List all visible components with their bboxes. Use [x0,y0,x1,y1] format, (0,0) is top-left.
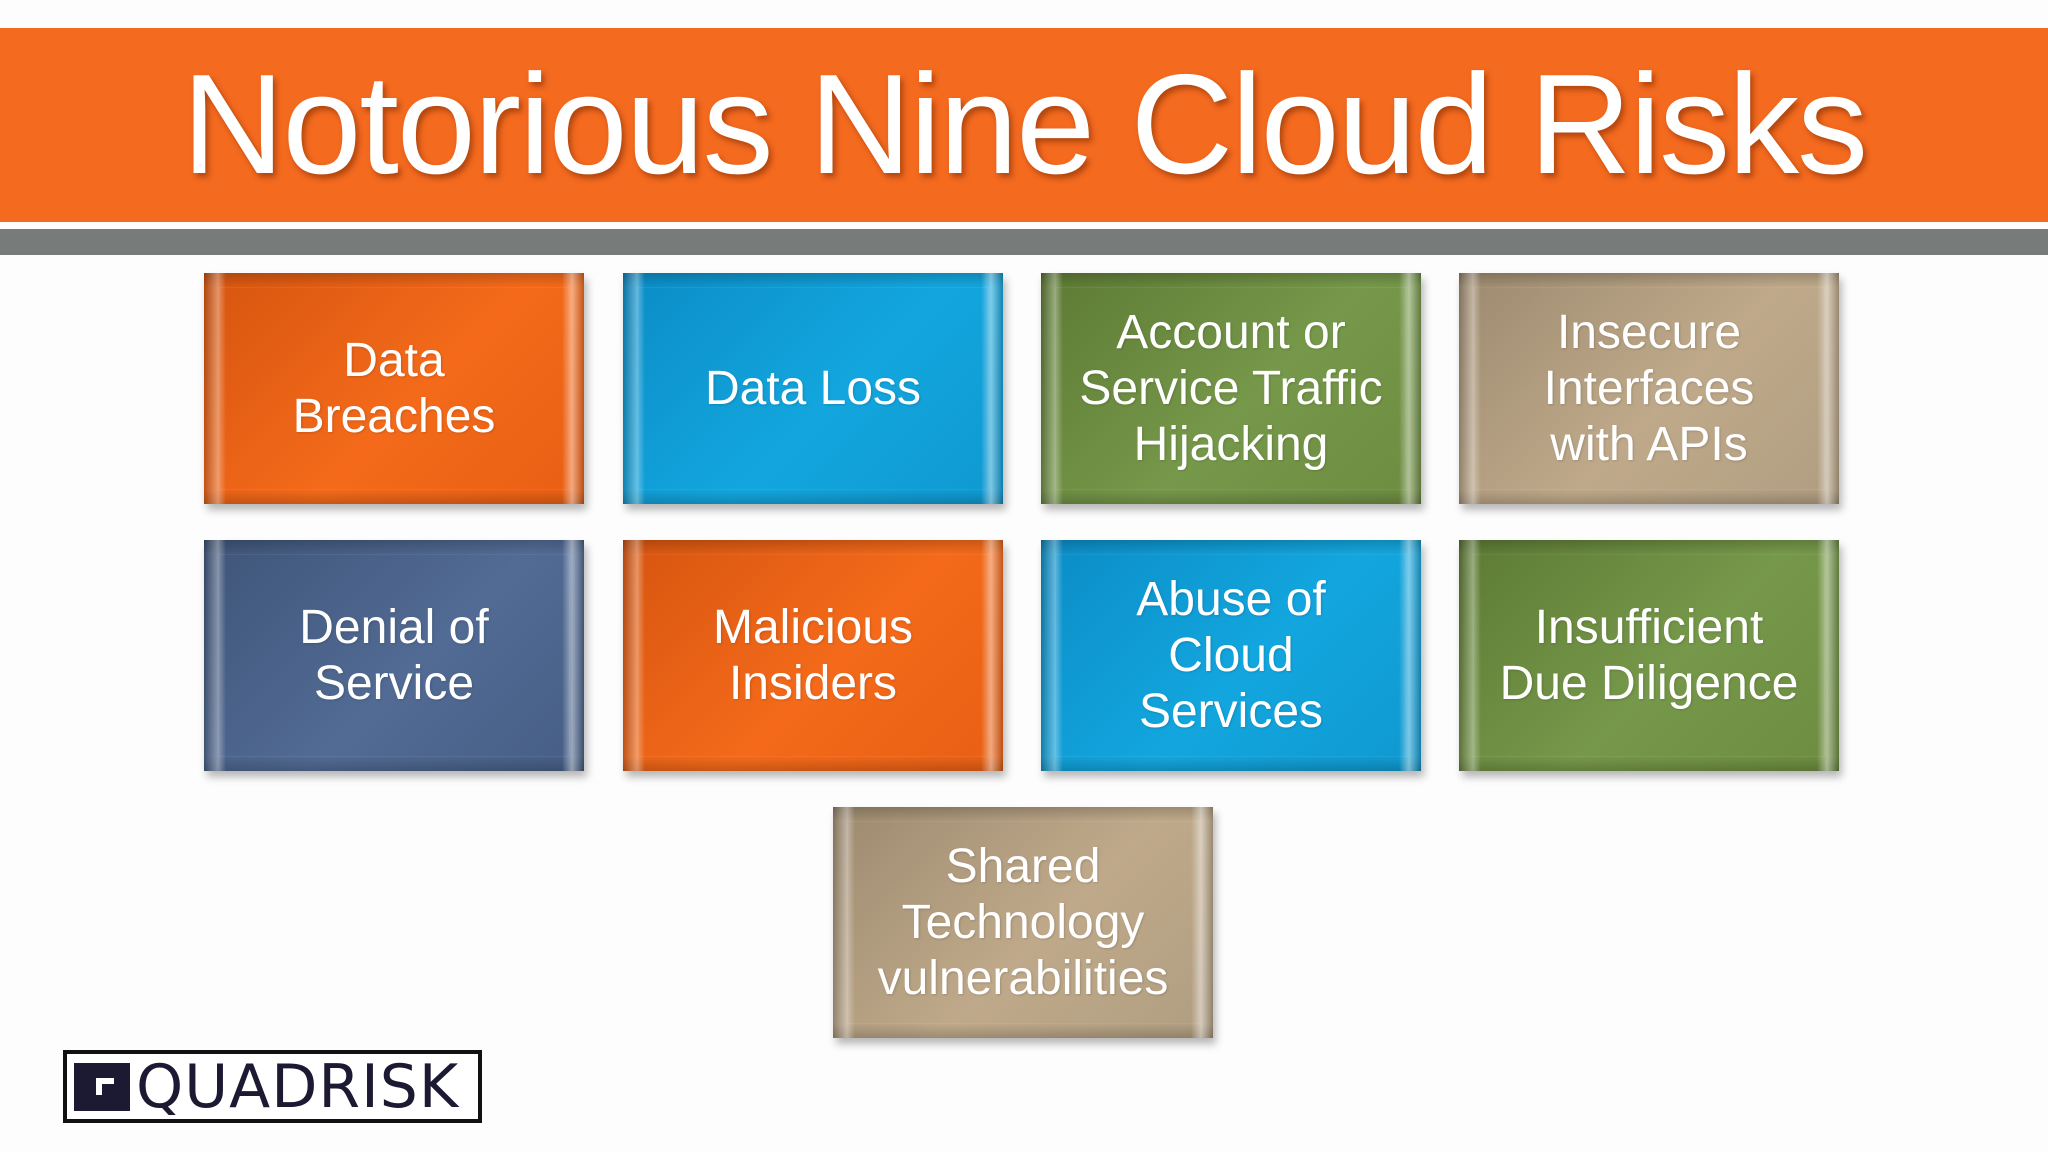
slide-title: Notorious Nine Cloud Risks [181,45,1868,204]
tile-line: vulnerabilities [877,951,1169,1005]
tile-line: Insiders [728,656,898,710]
tile-line: Insufficient [1534,600,1764,654]
tile-line: Hijacking [1133,417,1329,471]
tile-line: Insecure [1556,305,1742,359]
tile-line: Interfaces [1543,361,1755,415]
quadrisk-logo: QUADRISK [63,1050,482,1123]
tile-line: Due Diligence [1499,656,1799,710]
tile-line: Denial of [299,600,489,654]
logo-mark-icon [74,1062,130,1111]
risk-tile-data-loss: Data Loss [623,273,1003,504]
tile-line: Data [343,333,445,387]
tile-line: Cloud [1168,628,1294,682]
tile-line: Shared [945,839,1101,893]
tile-line: Data Loss [704,361,922,415]
tile-line: Service [313,656,475,710]
tile-line: with APIs [1550,417,1748,471]
tile-line: Technology [901,895,1145,949]
tile-line: Malicious [712,600,914,654]
tile-line: Breaches [292,389,496,443]
tile-line: Abuse of [1136,572,1326,626]
tile-line: Services [1138,684,1324,738]
tile-line: Service Traffic [1079,361,1383,415]
logo-text: QUADRISK [136,1051,460,1122]
title-banner: Notorious Nine Cloud Risks [0,28,2048,222]
separator-band [0,229,2048,255]
tile-line: Account or [1116,305,1346,359]
